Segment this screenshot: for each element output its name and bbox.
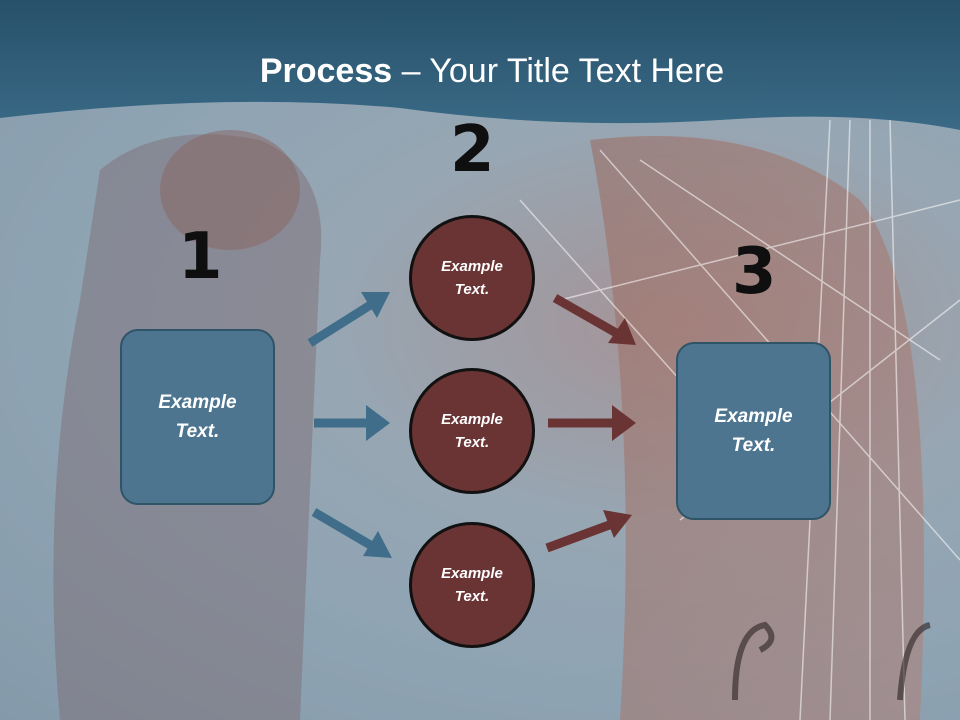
slide-title: Process – Your Title Text Here (0, 52, 960, 91)
arrow-box1-to-circle-bottom (311, 508, 392, 558)
circle-middle: Example Text. (409, 368, 535, 494)
arrow-box1-to-circle-middle (314, 405, 390, 441)
arrow-circle-top-to-box3 (552, 294, 636, 345)
step-box-3: Example Text. (676, 342, 831, 520)
circle-top: Example Text. (409, 215, 535, 341)
step-number-1: 1 (178, 220, 223, 294)
step-box-1: Example Text. (120, 329, 275, 505)
circle-top-label: Example Text. (441, 258, 503, 298)
title-rest: – Your Title Text Here (392, 52, 725, 90)
arrow-circle-bottom-to-box3 (545, 510, 632, 553)
circle-bottom: Example Text. (409, 522, 535, 648)
step-number-3: 3 (732, 235, 777, 309)
arrow-box1-to-circle-top (307, 292, 390, 347)
step-box-1-label: Example Text. (158, 392, 237, 442)
title-bold: Process (259, 52, 393, 90)
circle-bottom-label: Example Text. (441, 565, 503, 605)
circle-middle-label: Example Text. (441, 411, 503, 451)
arrow-circle-middle-to-box3 (548, 405, 636, 441)
step-box-3-label: Example Text. (714, 406, 793, 456)
step-number-2: 2 (450, 113, 495, 187)
header-banner (0, 0, 960, 130)
